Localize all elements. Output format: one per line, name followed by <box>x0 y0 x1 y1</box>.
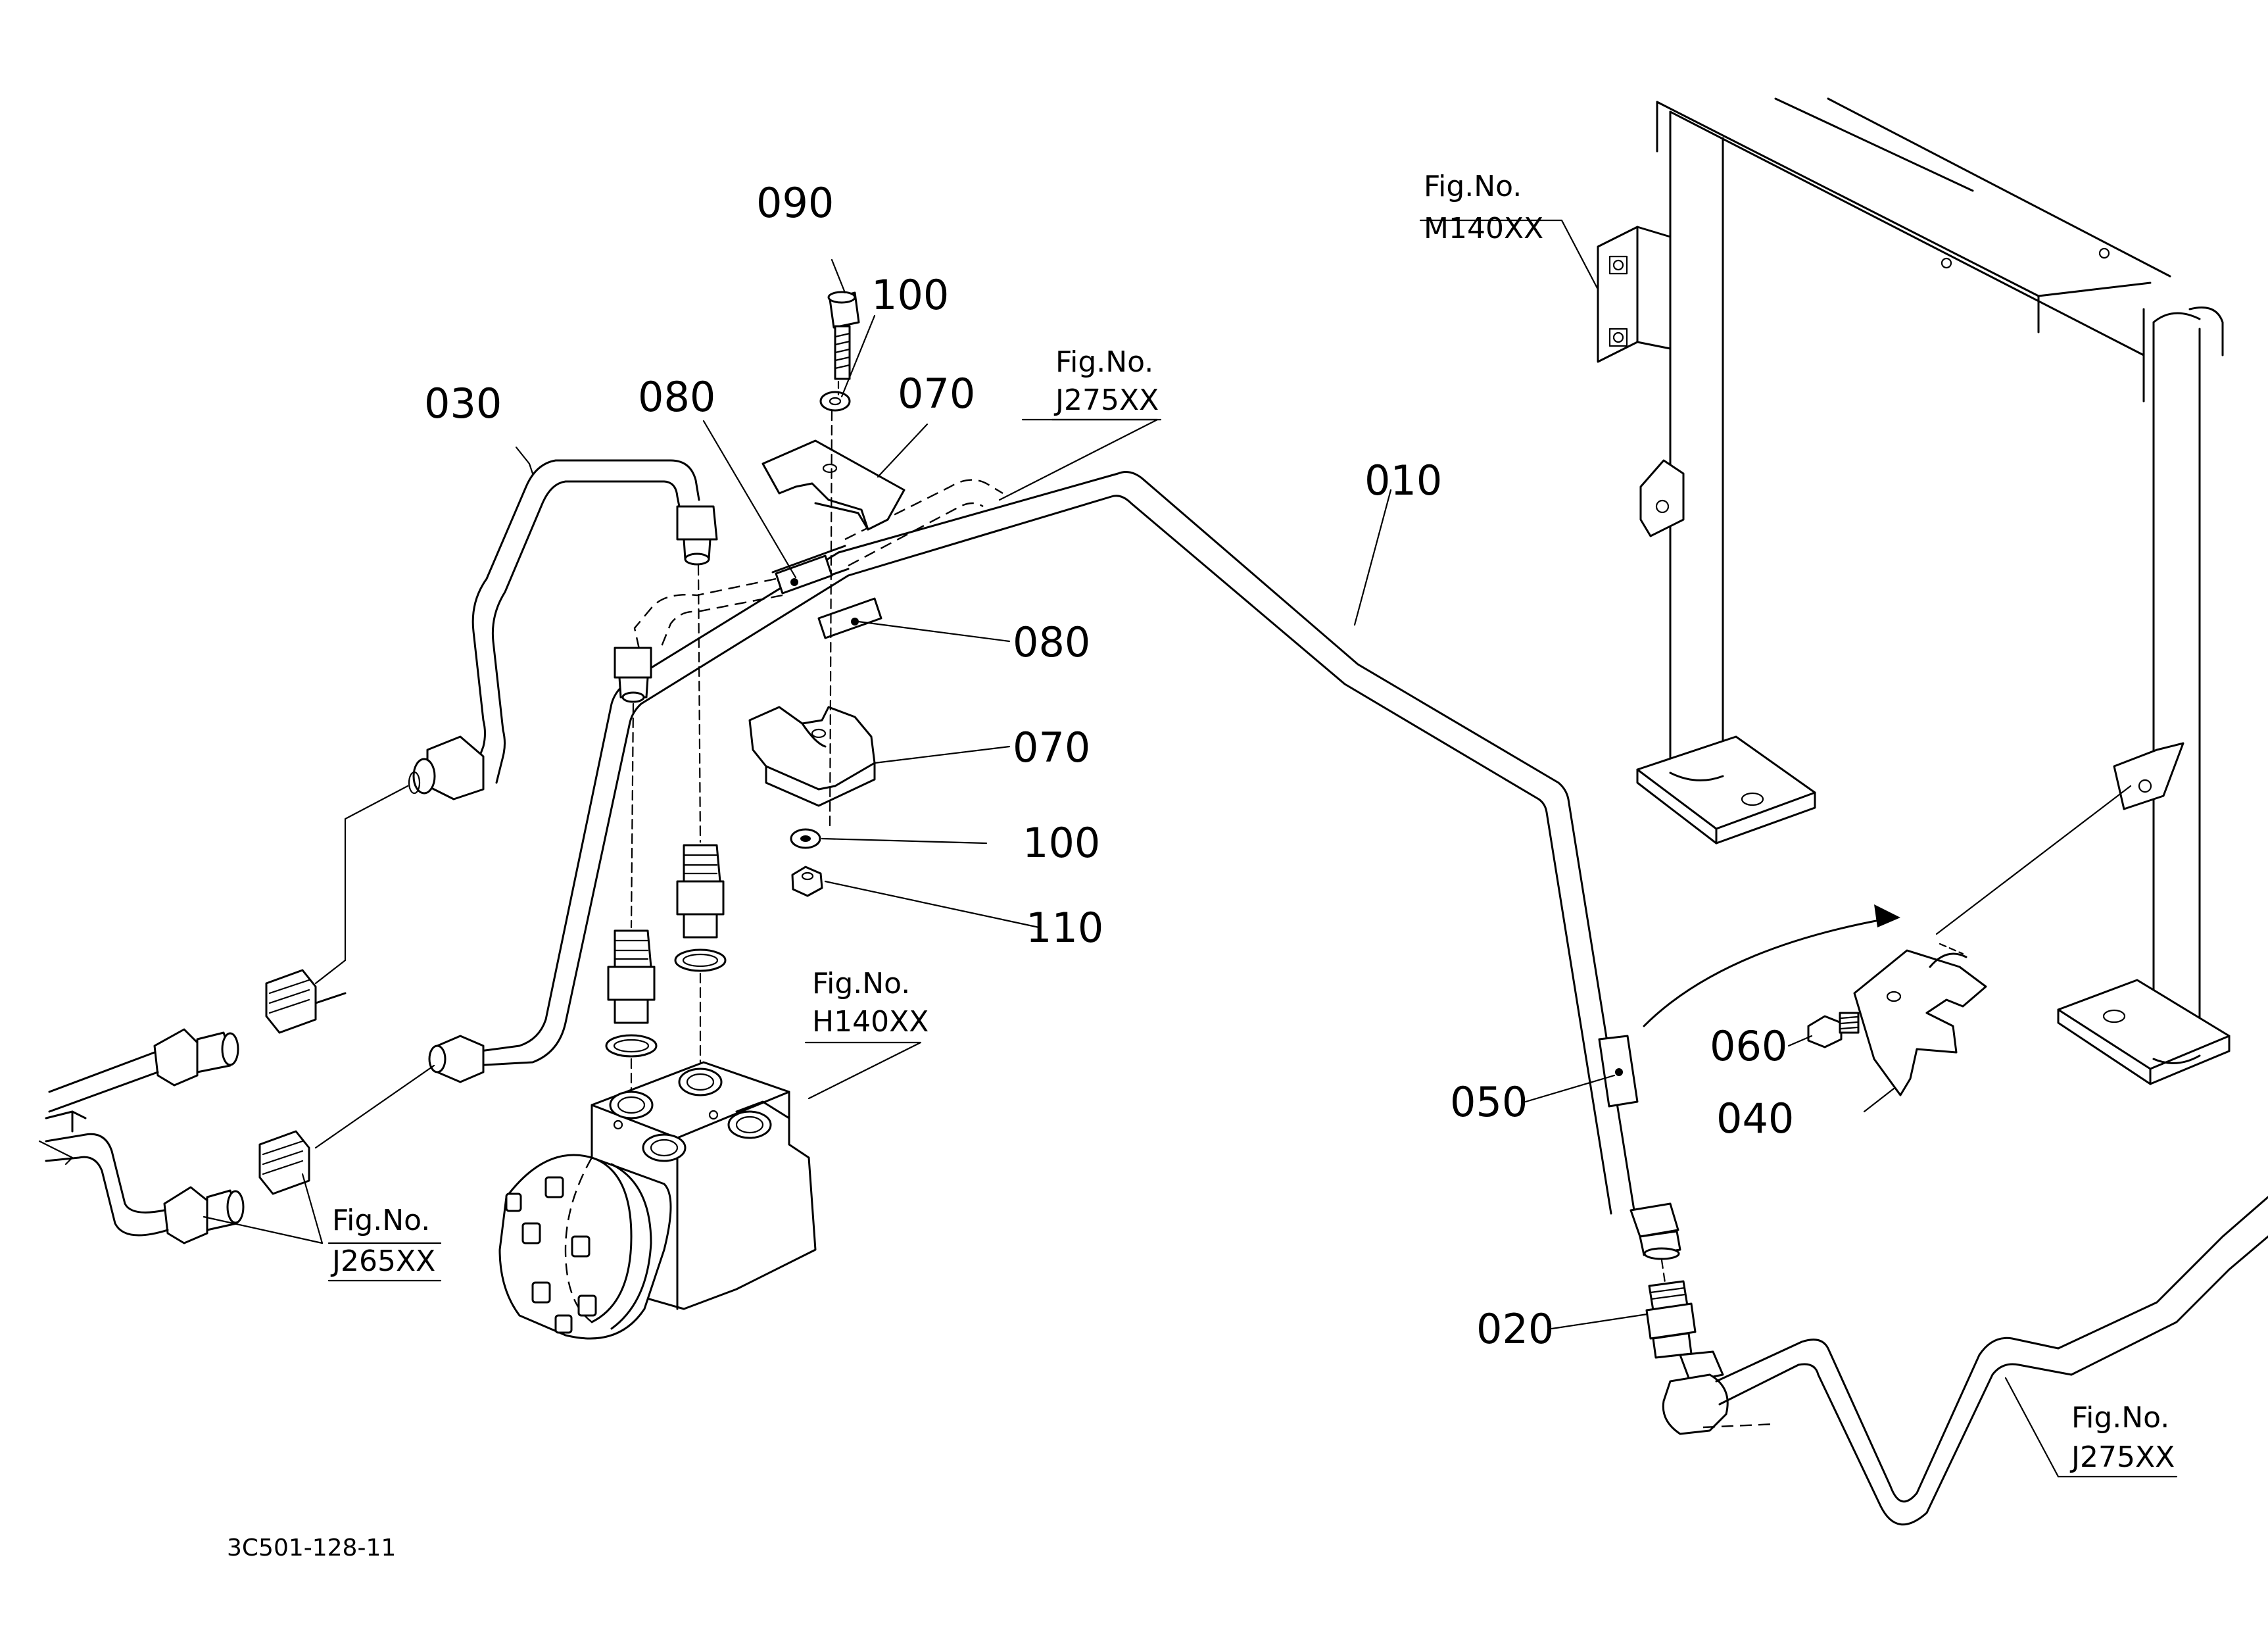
figure-references: Fig.No. M140XX Fig.No. J275XX Fig.No. H1… <box>327 170 2175 1474</box>
bracket-040 <box>1853 949 1987 1096</box>
pipe-030 <box>408 459 718 800</box>
adapter-left <box>605 929 658 1058</box>
adapter-right <box>674 844 727 972</box>
figref-m140-code: M140XX <box>1424 212 1543 245</box>
clamp-070-lower <box>748 706 876 807</box>
washer-100-upper <box>819 391 851 412</box>
leader-lines <box>203 219 2178 1478</box>
figref-j275-top-caption: Fig.No. <box>1055 345 1153 379</box>
figref-j265-code: J265XX <box>330 1244 435 1278</box>
callout-010: 010 <box>1364 456 1442 504</box>
fitting-020 <box>1645 1280 1697 1359</box>
callout-100-lower: 100 <box>1023 819 1100 867</box>
callout-040: 040 <box>1716 1094 1794 1143</box>
dashed-pipe-upper <box>614 479 1003 703</box>
callout-080-upper: 080 <box>638 373 715 421</box>
drawing-id: 3C501-128-11 <box>227 1535 396 1561</box>
steering-valve-unit <box>498 1061 817 1340</box>
sleeve-080-upper <box>775 554 833 595</box>
callout-080-lower: 080 <box>1013 618 1090 666</box>
washer-100-lower <box>790 828 821 849</box>
callout-100-upper: 100 <box>871 271 949 319</box>
callout-070-upper: 070 <box>898 370 975 418</box>
nut-110 <box>791 866 823 897</box>
lower-right-hose <box>1662 1196 2268 1526</box>
sleeve-080-lower <box>817 597 882 639</box>
clamp-070-upper <box>761 439 905 531</box>
bolt-060 <box>1807 1012 1860 1048</box>
figref-j275-bottom-code: J275XX <box>2069 1440 2175 1474</box>
bolt-090 <box>827 291 860 380</box>
callout-020: 020 <box>1476 1305 1554 1353</box>
figref-h140-code: H140XX <box>812 1005 929 1039</box>
callout-090: 090 <box>756 179 834 227</box>
figref-j275-bottom-caption: Fig.No. <box>2071 1401 2169 1435</box>
pipe-end-fitting <box>1629 1202 1681 1260</box>
left-fittings <box>38 969 347 1244</box>
sleeve-050 <box>1598 1035 1639 1108</box>
figref-m140-caption: Fig.No. <box>1424 170 1522 203</box>
figref-j275-top-code: J275XX <box>1053 383 1159 417</box>
figref-h140-caption: Fig.No. <box>812 967 910 1000</box>
callout-110: 110 <box>1026 904 1103 952</box>
callout-050: 050 <box>1450 1078 1528 1126</box>
figref-j265-caption: Fig.No. <box>332 1204 430 1237</box>
callout-030: 030 <box>424 380 502 428</box>
support-frame <box>1597 97 2231 1085</box>
callout-070-lower: 070 <box>1013 724 1090 772</box>
callout-060: 060 <box>1710 1022 1787 1070</box>
part-callouts: 090 100 030 080 070 010 080 070 100 110 … <box>424 179 1794 1353</box>
